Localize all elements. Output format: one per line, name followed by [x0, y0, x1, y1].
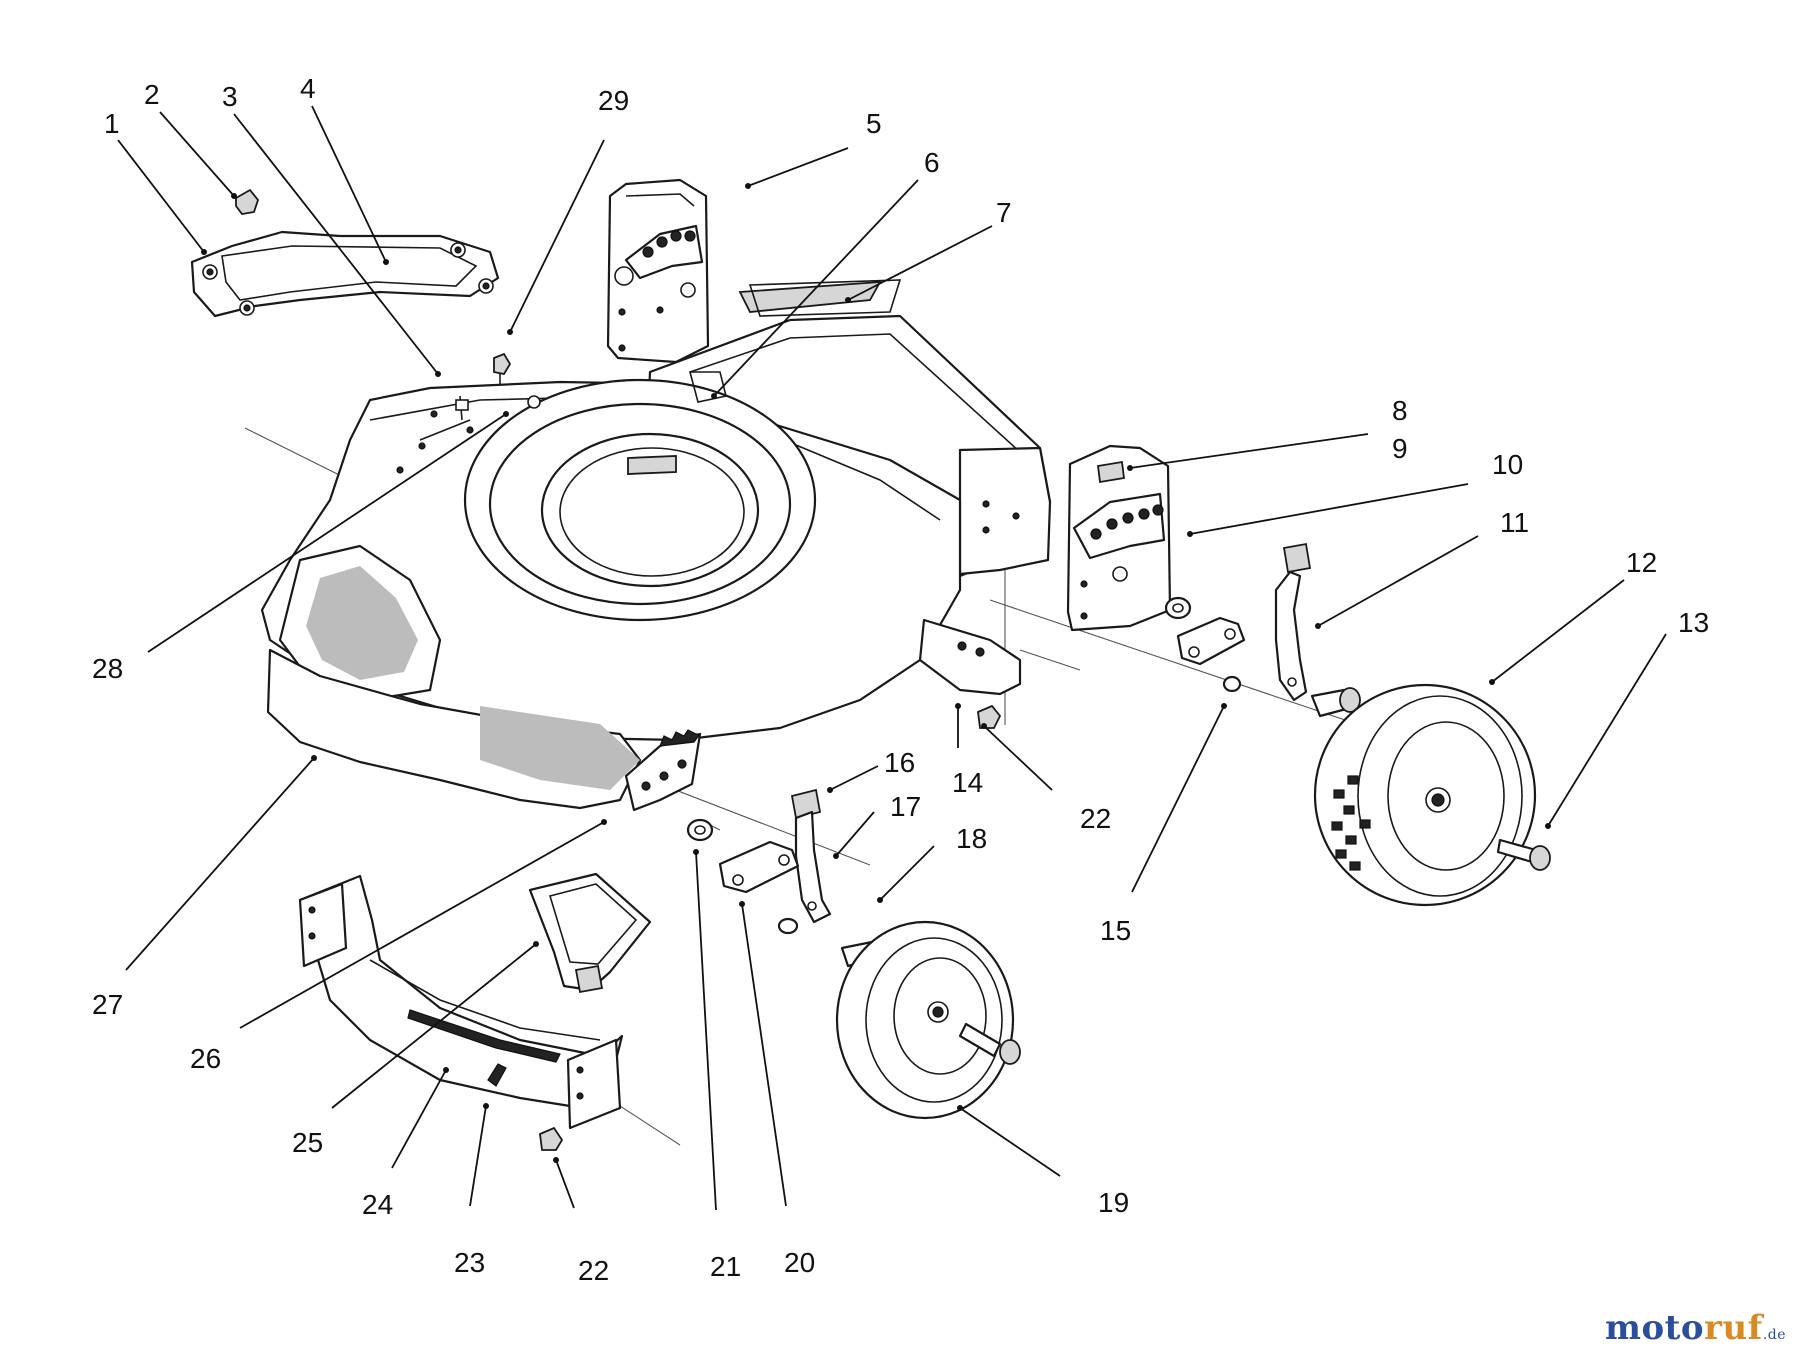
callout-8: 8	[1392, 395, 1408, 426]
callout-21: 21	[710, 1251, 741, 1282]
rear-height-bracket	[606, 178, 710, 364]
callout-1: 1	[104, 108, 120, 139]
callout-15: 15	[1100, 915, 1131, 946]
callout-7: 7	[996, 197, 1012, 228]
callout-25: 25	[292, 1127, 323, 1158]
callout-22-upper: 22	[1080, 803, 1111, 834]
callout-3: 3	[222, 81, 238, 112]
leader-lines	[117, 105, 1667, 1211]
callout-10: 10	[1492, 449, 1523, 480]
callout-5: 5	[866, 108, 882, 139]
clip-part	[235, 188, 260, 215]
callout-29: 29	[598, 85, 629, 116]
baffle-bolt	[487, 1063, 507, 1087]
callout-9: 9	[1392, 433, 1408, 464]
front-washer	[1164, 596, 1192, 620]
deck-decal-small	[688, 371, 727, 403]
leader-dots	[201, 183, 1551, 1163]
callout-11: 11	[1500, 507, 1529, 538]
callout-23: 23	[454, 1247, 485, 1278]
front-wheel	[835, 920, 1015, 1120]
callout-17: 17	[890, 791, 921, 822]
callout-6: 6	[924, 147, 940, 178]
left-washer	[686, 818, 714, 842]
callout-19: 19	[1098, 1187, 1129, 1218]
screw-part	[493, 352, 512, 388]
callout-28: 28	[92, 653, 123, 684]
watermark-part-b: ruf	[1704, 1308, 1763, 1348]
callout-24: 24	[362, 1189, 393, 1220]
callout-13: 13	[1678, 607, 1709, 638]
rear-wheel	[1313, 683, 1537, 907]
watermark-suffix: .de	[1762, 1327, 1786, 1343]
front-wheel-bolt	[1310, 687, 1361, 718]
callout-20: 20	[784, 1247, 815, 1278]
baffle-insert	[528, 872, 652, 994]
callout-4: 4	[300, 73, 316, 104]
callout-16: 16	[884, 747, 915, 778]
watermark-part-a: moto	[1604, 1308, 1705, 1348]
rear-axle-bolt	[1496, 838, 1551, 871]
rear-deflector-plate	[190, 230, 500, 318]
front-axle-bracket	[918, 618, 1022, 696]
height-sector-plate	[624, 729, 702, 812]
callout-22-lower: 22	[578, 1255, 609, 1286]
callout-2: 2	[144, 79, 160, 110]
callout-18: 18	[956, 823, 987, 854]
callout-26: 26	[190, 1043, 221, 1074]
callout-14: 14	[952, 767, 983, 798]
front-height-lever	[1274, 542, 1312, 702]
callout-12: 12	[1626, 547, 1657, 578]
left-height-lever	[790, 788, 832, 924]
nut-upper	[977, 704, 1002, 729]
wheel-tread-blocks	[1331, 775, 1371, 871]
callout-labels: 1 2 3 4 29 5 6 7 8 9 10 11 12 13 28 14 2…	[92, 73, 1709, 1286]
watermark: motoruf.de	[1605, 1308, 1786, 1348]
callout-27: 27	[92, 989, 123, 1020]
front-pivot-arm	[1176, 616, 1246, 693]
nut-lower	[539, 1126, 564, 1151]
left-pivot-arm	[718, 840, 800, 935]
front-height-bracket	[1066, 444, 1172, 632]
front-axle-bolt	[958, 1022, 1021, 1065]
front-baffle	[298, 874, 624, 1130]
mower-deck	[260, 279, 1052, 810]
